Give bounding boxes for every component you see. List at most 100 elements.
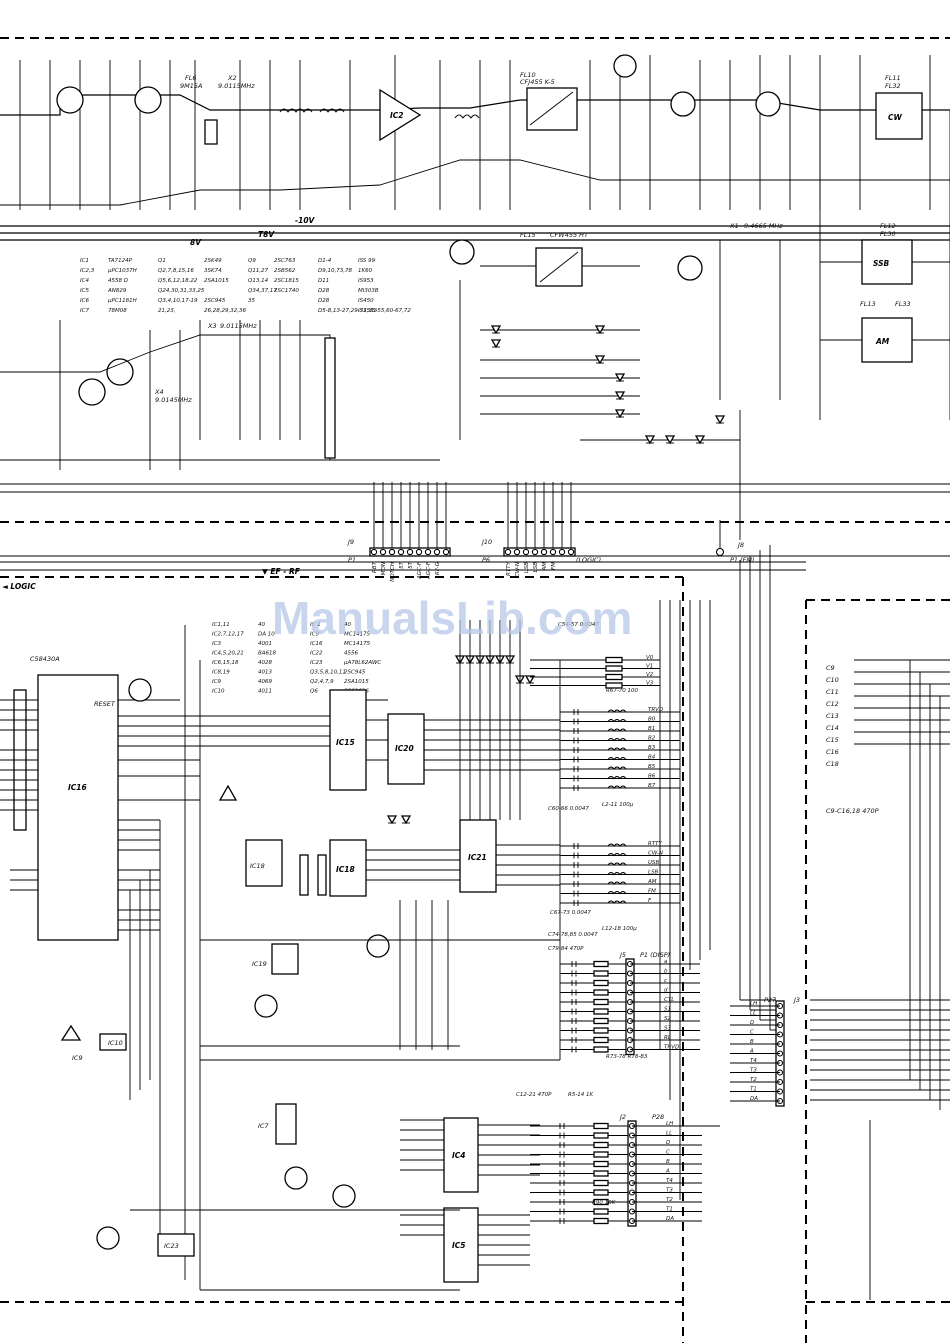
ic-table-part2: MC14175	[344, 641, 371, 647]
ic-table-d: D1-4	[318, 258, 332, 264]
connector-pin	[540, 548, 548, 556]
oscillator-region: X3 9.0115MHz X4 9.0145MHz	[0, 320, 440, 470]
svg-text:IC20: IC20	[395, 744, 414, 753]
svg-text:C14: C14	[826, 724, 839, 732]
svg-text:FL15: FL15	[520, 231, 536, 239]
connector-pin-label: CW-N	[515, 562, 521, 577]
ic-table-ref: IC9	[212, 679, 221, 685]
q2-transistor	[332, 1184, 356, 1208]
ic-table-qpart: 2SK49	[204, 258, 222, 264]
connector-pin	[513, 548, 521, 556]
q9-transistor	[677, 255, 703, 281]
connector-pin-label: S3	[664, 1026, 671, 1032]
ic-table-q: Q24,30,31,33,25	[158, 288, 205, 294]
svg-text:C58430A: C58430A	[30, 655, 60, 663]
rail-t8v: T8V	[258, 230, 275, 239]
ic-table-part: 4028	[258, 660, 272, 666]
svg-text:X1: X1	[729, 222, 739, 230]
svg-text:R73-78 R78-83: R73-78 R78-83	[606, 1054, 648, 1060]
connector-pin-label: S2	[664, 1016, 671, 1022]
resistor	[593, 1189, 609, 1196]
resistor	[593, 1046, 609, 1053]
resistor	[593, 1198, 609, 1206]
ic-table-ref: IC7	[80, 308, 89, 314]
connector-pin-label: MON	[381, 562, 387, 575]
ic-table-part: 4558 D	[108, 278, 128, 284]
ic-table-ref2: IC9	[310, 632, 319, 638]
rail-r8v: 8V	[190, 238, 202, 247]
ic-table-qpart: 2SA1015	[204, 278, 229, 284]
resistor	[593, 1151, 609, 1158]
rail-minus10v: -10V	[295, 216, 316, 225]
connector-pin-label: AGC-F	[426, 561, 432, 580]
svg-text:CFW455 HT: CFW455 HT	[550, 231, 589, 239]
lower-ics: IC4 IC5 IC7 IC23 IC9 IC10	[60, 1024, 540, 1291]
ic-table-dpart: MI303B	[358, 288, 379, 294]
connector-pin	[567, 548, 575, 556]
svg-text:C9-C16,18 470P: C9-C16,18 470P	[826, 807, 879, 815]
connector-pin-label: RL	[664, 1035, 671, 1041]
logic-output-label: V1	[646, 664, 653, 670]
ic-table-ref: IC4,5,20,21	[212, 651, 244, 657]
resistor	[593, 979, 609, 987]
resistor	[593, 1179, 609, 1187]
ic-table-q2part: 2SC763	[274, 258, 296, 264]
svg-text:FL30: FL30	[880, 230, 896, 238]
connector-pin-label: S1	[664, 1007, 671, 1013]
connector-pin-label: A	[665, 1169, 670, 1175]
connector-pin-label: LL	[750, 1011, 756, 1017]
logic-output-label: B3	[648, 745, 656, 751]
svg-text:C10: C10	[826, 676, 839, 684]
ic-table-q: Q3,4,10,17-19	[158, 298, 198, 304]
connector-pin	[379, 548, 387, 556]
q15-transistor	[134, 86, 162, 114]
connector-pin-label: RBT	[372, 561, 378, 573]
logic-output-label: AM	[647, 879, 657, 885]
svg-text:RESET: RESET	[94, 700, 116, 708]
svg-text:IC4: IC4	[452, 1151, 466, 1160]
logic-output-label: B1	[648, 726, 655, 732]
connector-pin-label: LH	[750, 1001, 757, 1007]
connector-plug: P1 (DISP)	[640, 951, 670, 959]
ic-table-ref: IC1	[80, 258, 89, 264]
ic16-cpu: IC16 C58430A RESET	[0, 625, 360, 1290]
svg-text:R5-14 1K: R5-14 1K	[568, 1092, 594, 1098]
connector-pin	[415, 548, 423, 556]
connector-pin-label: RF-G	[435, 562, 441, 575]
connector-pin	[388, 548, 396, 556]
lc-row-b: B2	[560, 736, 680, 744]
q13-transistor	[106, 358, 134, 386]
connector-pin-label: FM	[551, 562, 557, 570]
logic-output-label: CW-N	[648, 851, 663, 857]
q12-transistor	[449, 239, 475, 265]
watermark: ManualsLib.com	[272, 592, 632, 644]
svg-text:9.0115MHz: 9.0115MHz	[218, 82, 255, 90]
connector-pin-label: T3	[666, 1188, 673, 1194]
connector-pin	[370, 548, 378, 556]
svg-text:CW: CW	[888, 113, 903, 122]
connector-plug: P28	[652, 1113, 664, 1121]
diode	[524, 675, 536, 685]
ic-table-part: 40	[258, 622, 265, 628]
svg-text:9.0145MHz: 9.0145MHz	[155, 396, 192, 404]
lc-row-v: V3	[530, 681, 660, 689]
resistor	[593, 1008, 609, 1015]
ic-table-part: AN829	[107, 288, 127, 294]
connector-pin	[531, 548, 539, 556]
fl6-filter: FL6 9M15A X2 9.0115MHz	[180, 74, 255, 145]
ic-table-d: D9,10,73,78	[318, 268, 352, 274]
logic-output-label: B4	[648, 755, 656, 761]
ic-table-part2: µA78L62AWC	[343, 660, 381, 666]
ic-table-ref: IC5	[80, 288, 89, 294]
ic-table-q2: Q34,37,17	[248, 288, 277, 294]
ic-table-ref2: IC 1	[310, 622, 321, 628]
connector-label: J10	[480, 538, 492, 546]
diode	[386, 815, 398, 825]
lc-row-mode: CW-N	[560, 851, 680, 859]
svg-text:FL6: FL6	[185, 74, 197, 82]
svg-text:CFJ455 K-5: CFJ455 K-5	[520, 78, 555, 86]
